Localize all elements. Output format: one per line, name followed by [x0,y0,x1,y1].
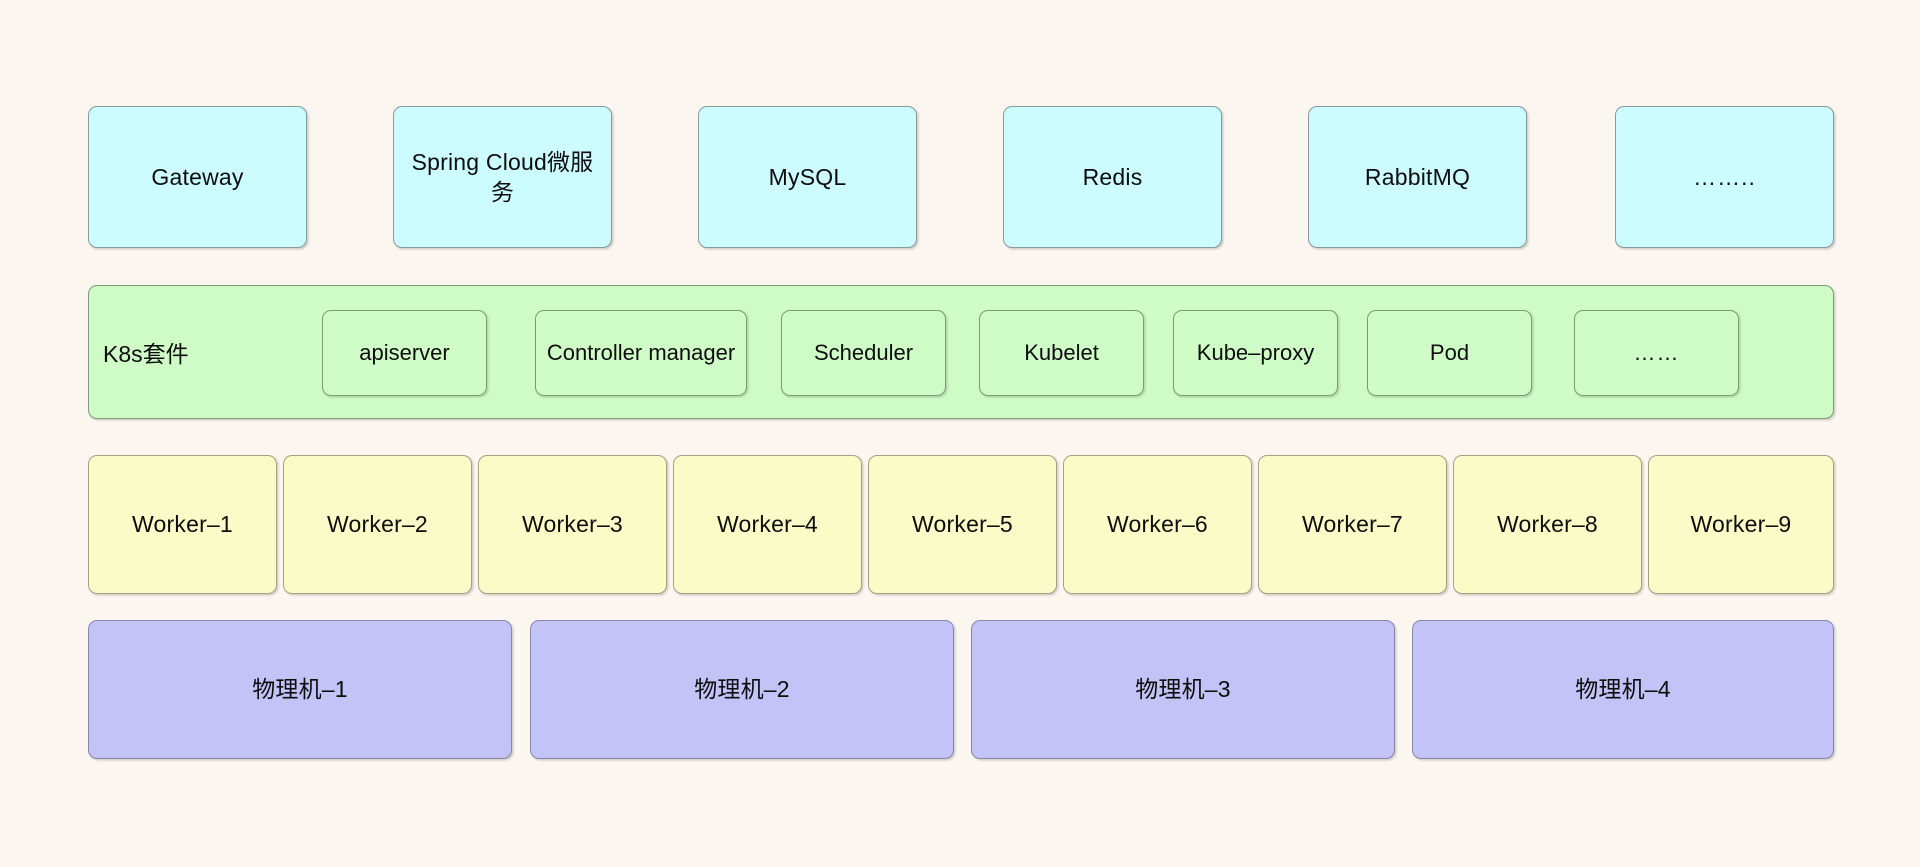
k8s-component-label: Kube–proxy [1196,339,1315,365]
k8s-suite-title: K8s套件 [103,341,189,367]
worker-node-label: Worker–1 [132,511,233,538]
physical-host-4[interactable]: 物理机–4 [1412,620,1834,759]
k8s-component-pod[interactable]: Pod [1367,310,1532,396]
k8s-component-kubelet[interactable]: Kubelet [979,310,1144,396]
ellipsis-icon: …… [1633,339,1680,365]
worker-node-label: Worker–5 [912,511,1013,538]
worker-node-label: Worker–9 [1690,511,1792,538]
physical-host-label: 物理机–2 [694,676,790,703]
worker-node-2[interactable]: Worker–2 [283,455,472,594]
physical-host-1[interactable]: 物理机–1 [88,620,512,759]
worker-node-3[interactable]: Worker–3 [478,455,667,594]
app-node-label: Redis [1082,163,1143,190]
ellipsis-icon: …….. [1693,163,1756,190]
k8s-component-label: Kubelet [1024,339,1099,365]
app-node-spring-cloud[interactable]: Spring Cloud微服务 [393,106,612,248]
worker-node-6[interactable]: Worker–6 [1063,455,1252,594]
worker-node-1[interactable]: Worker–1 [88,455,277,594]
app-node-label: MySQL [768,163,847,190]
worker-node-4[interactable]: Worker–4 [673,455,862,594]
k8s-component-label: apiserver [359,339,450,365]
app-node-label: RabbitMQ [1364,163,1471,190]
app-node-label: Spring Cloud微服务 [411,148,594,205]
k8s-component-label: Scheduler [813,339,914,365]
physical-host-label: 物理机–4 [1575,676,1671,703]
worker-node-label: Worker–2 [327,511,428,538]
app-node-rabbitmq[interactable]: RabbitMQ [1308,106,1527,248]
worker-node-label: Worker–3 [522,511,623,538]
k8s-component-apiserver[interactable]: apiserver [322,310,487,396]
worker-node-7[interactable]: Worker–7 [1258,455,1447,594]
worker-node-label: Worker–7 [1302,511,1403,538]
app-node-label: Gateway [151,163,244,190]
physical-host-label: 物理机–1 [252,676,348,703]
worker-node-label: Worker–6 [1107,511,1208,538]
physical-host-label: 物理机–3 [1135,676,1231,703]
app-node-mysql[interactable]: MySQL [698,106,917,248]
k8s-component-label: Controller manager [546,339,736,365]
k8s-component-controller-manager[interactable]: Controller manager [535,310,747,396]
physical-host-3[interactable]: 物理机–3 [971,620,1395,759]
worker-node-5[interactable]: Worker–5 [868,455,1057,594]
app-node-gateway[interactable]: Gateway [88,106,307,248]
worker-node-8[interactable]: Worker–8 [1453,455,1642,594]
app-node-more[interactable]: …….. [1615,106,1834,248]
worker-node-9[interactable]: Worker–9 [1648,455,1834,594]
worker-node-label: Worker–4 [717,511,818,538]
k8s-component-more[interactable]: …… [1574,310,1739,396]
k8s-component-scheduler[interactable]: Scheduler [781,310,946,396]
k8s-suite-band: K8s套件 apiserver Controller manager Sched… [88,285,1834,419]
physical-host-2[interactable]: 物理机–2 [530,620,954,759]
app-node-redis[interactable]: Redis [1003,106,1222,248]
k8s-component-kube-proxy[interactable]: Kube–proxy [1173,310,1338,396]
worker-node-label: Worker–8 [1497,511,1598,538]
k8s-component-label: Pod [1429,339,1470,365]
